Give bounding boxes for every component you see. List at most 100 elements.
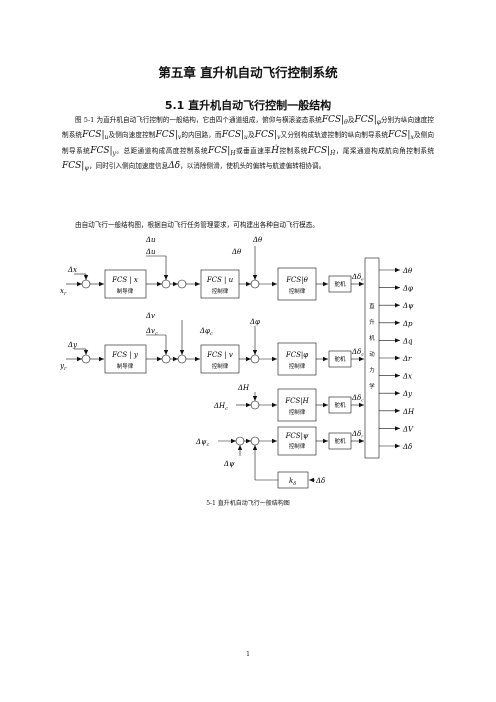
gain-k-label: kδ: [289, 477, 296, 487]
guidance-y-label: FCS | y: [111, 351, 139, 359]
signal-delta-theta-c-symbol: Δθ: [231, 248, 242, 256]
output-signal-label: Δp: [402, 320, 413, 328]
para1-text: 及侧向速度控制: [108, 131, 156, 140]
signal-delta-psi-c-symbol: Δψ: [195, 438, 207, 446]
dynamics-char: 学: [369, 382, 375, 390]
math-symbol: Δδ̇: [168, 160, 181, 171]
block-diagram: FCS | x 制导律 FCS | y 制导律 FCS | u 控制律 FCS …: [60, 236, 415, 489]
dynamics-char: 机: [369, 334, 375, 342]
para1-text: 图 5-1 为直升机自动飞行控制的一般结构，它由四个通道组成，俯仰与横滚姿态系统: [75, 116, 322, 124]
output-signal-label: Δφ: [402, 285, 413, 293]
signal-delta-theta: Δθ: [252, 236, 263, 244]
signal-delta-H-c-sub: c: [225, 406, 228, 412]
body-paragraph-1: 图 5-1 为直升机自动飞行控制的一般结构，它由四个通道组成，俯仰与横滚姿态系统…: [62, 114, 434, 175]
actuator-label: 舵机: [335, 401, 346, 409]
figure-caption: 5-1 直升机自动飞行一般结构图: [206, 500, 290, 507]
control-u-label: FCS | u: [206, 276, 234, 284]
page-number: 1: [246, 651, 250, 658]
signal-delta-e: Δδe: [351, 273, 364, 282]
math-subscript: H: [230, 149, 236, 157]
body-paragraph-2: 由自动飞行一般结构图，根据自动飞行任务管理要求，可构建出各种自动飞行模态。: [75, 221, 319, 229]
signal-delta-r: Δδr: [351, 430, 364, 439]
sum-junction: [161, 354, 171, 364]
para1-text: ，以消除侧滑，使机头的偏转与航迹偏转相协调。: [180, 161, 326, 170]
signal-delta-r-symbol: Δδ: [351, 430, 361, 438]
dynamics-char: 升: [369, 318, 375, 326]
math-subscript: θ: [344, 119, 348, 126]
control-cn-label: 控制律: [212, 362, 229, 370]
sum-junction: [81, 279, 91, 289]
signal-delta-psi-c-sub: c: [207, 442, 210, 448]
section-title: 5.1 直升机自动飞行控制一般结构: [164, 99, 332, 112]
actuator-label: 舵机: [335, 280, 346, 288]
math-subscript: x: [410, 134, 414, 142]
control-cn-label: 控制律: [289, 287, 306, 295]
para1-text: 及: [347, 116, 355, 124]
math-subscript: φ: [376, 119, 381, 126]
math-symbol: FCS|: [254, 130, 278, 141]
signal-delta-v: Δv: [145, 312, 155, 320]
control-cn-label: 控制律: [289, 362, 306, 370]
para1-text: 的内回路，而: [181, 131, 222, 140]
signal-delta-a: Δδa: [351, 348, 364, 357]
inner-H-block: [277, 388, 317, 422]
math-subscript: y: [112, 149, 116, 157]
output-signal-label: Δψ: [402, 302, 414, 310]
signal-x-ref-symbol: x: [60, 287, 64, 295]
para1-text: ，同时引入侧向加速度信息: [89, 161, 169, 170]
signal-delta-phi-c-symbol: Δφ: [199, 327, 210, 335]
output-signal-label: Δx: [402, 373, 412, 381]
signal-delta-y: Δy: [67, 341, 78, 349]
signal-delta-u-c: Δu: [145, 248, 156, 256]
signal-delta-v-c-sub: c: [155, 331, 158, 337]
signal-delta-H-c: ΔHc: [213, 402, 228, 412]
dynamics-char: 直: [369, 302, 375, 310]
sum-junction: [235, 436, 245, 446]
signal-delta-e-sub: e: [361, 277, 364, 282]
sum-junction: [250, 354, 260, 364]
signal-delta-c: Δδc: [351, 394, 364, 403]
math-symbol: FCS|: [155, 130, 178, 141]
output-signal-label: ΔV: [402, 425, 414, 433]
control-cn-label: 控制律: [289, 408, 306, 416]
math-symbol: FCS|: [82, 130, 105, 141]
actuator-label: 舵机: [335, 355, 346, 363]
signal-delta-H: ΔH: [237, 384, 250, 392]
math-symbol: FCS|: [354, 115, 377, 125]
signal-delta-v-c: Δvc: [145, 327, 158, 337]
signal-delta-c-symbol: Δδ: [351, 394, 361, 402]
math-symbol: FCS|: [208, 145, 231, 156]
dynamics-char: 动: [369, 351, 375, 358]
para1-text: 及侧向制导系统: [62, 131, 435, 155]
output-signal-label: ΔH: [402, 408, 415, 416]
inner-theta-label: FCS|θ: [285, 276, 308, 284]
sum-junction: [81, 354, 91, 364]
signal-delta-r-sub: r: [361, 434, 364, 439]
dynamics-char: 力: [369, 366, 374, 374]
signal-y-ref: yr: [60, 362, 67, 372]
para1-text: ，尾桨通道构成航向角控制系统: [335, 146, 435, 155]
guidance-x-label: FCS | x: [111, 276, 138, 284]
inner-phi-block: [277, 342, 317, 376]
math-subscript: v: [177, 134, 182, 142]
signal-delta-a-symbol: Δδ: [351, 348, 361, 356]
math-symbol: FCS|: [388, 130, 411, 141]
output-signal-label: Δδ̇: [402, 443, 412, 451]
signal-delta-theta-c: Δθ: [231, 248, 242, 256]
para1-text: 。总距通道构成高度控制系统: [115, 146, 209, 155]
sum-junction: [250, 400, 260, 410]
math-subscript: v: [277, 134, 281, 142]
control-cn-label: 控制律: [289, 442, 306, 450]
inner-phi-label: FCS|φ: [285, 351, 308, 359]
para1-text: 或垂直速率: [235, 146, 272, 155]
guidance-cn-label: 制导律: [117, 362, 134, 370]
para1-text: 分别为纵向速度控制系统: [62, 116, 435, 140]
signal-delta-e-symbol: Δδ: [351, 273, 361, 281]
para1-text: 控制系统: [279, 146, 308, 155]
signal-delta-H-c-symbol: ΔH: [213, 402, 226, 410]
signal-x-ref-sub: r: [64, 291, 67, 297]
helicopter-dynamics-block: [364, 257, 380, 459]
guidance-cn-label: 制导律: [117, 287, 134, 295]
